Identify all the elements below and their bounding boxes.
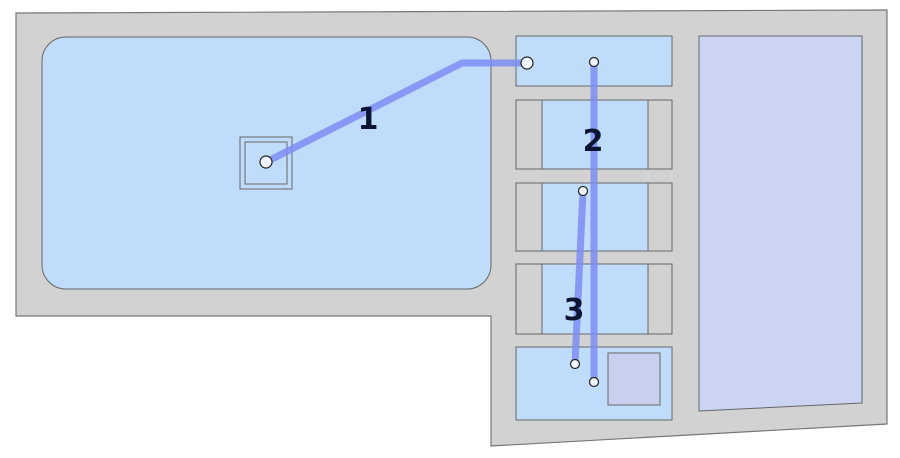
room-right [698,35,863,412]
pipe-1 [264,59,527,166]
pipe-1-label: 1 [358,102,379,137]
pipe-3-start-node [577,185,589,197]
pipe-1-end-node [520,56,534,70]
pipe-2-start-node [588,56,600,68]
pipe-2-label: 2 [583,124,604,159]
pipe-3-label: 3 [564,293,585,328]
pipe-2-end-node [588,376,600,388]
drain-box-outer [239,136,293,190]
pipe-1-start-node [259,155,273,169]
fixture-box [607,352,661,406]
drain-box-inner [244,141,288,185]
pipe-3-end-node [569,358,581,370]
pipe-3 [571,190,587,365]
